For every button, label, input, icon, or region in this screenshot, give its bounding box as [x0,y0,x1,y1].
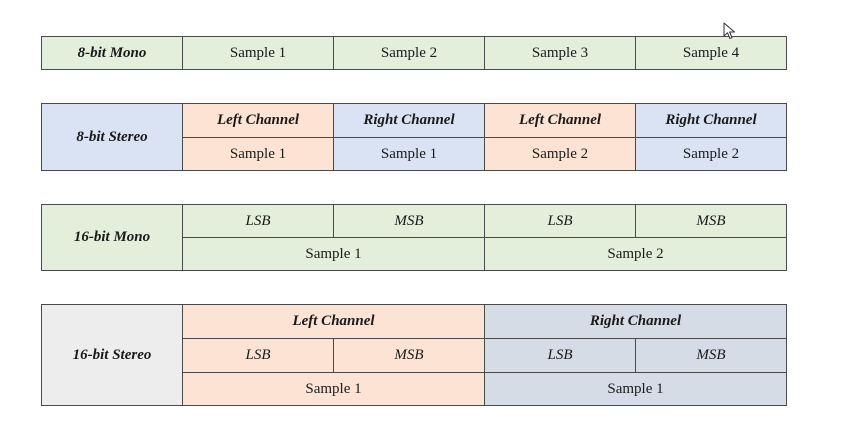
channel-header-left: Left Channel [484,103,636,138]
sample-cell: Sample 4 [635,36,787,70]
sample-cell: Sample 1 [484,372,787,406]
channel-header-left: Left Channel [182,304,485,339]
byte-cell-lsb: LSB [182,338,334,373]
sample-cell: Sample 2 [484,237,787,271]
byte-cell-msb: MSB [333,204,485,238]
sample-cell: Sample 1 [182,137,334,171]
sample-cell: Sample 1 [182,237,485,271]
sample-cell: Sample 1 [182,372,485,406]
sample-cell: Sample 2 [484,137,636,171]
channel-header-left: Left Channel [182,103,334,138]
channel-header-right: Right Channel [333,103,485,138]
byte-cell-lsb: LSB [484,338,636,373]
byte-cell-lsb: LSB [484,204,636,238]
table-16bit-mono: 16-bit Mono LSB MSB LSB MSB Sample 1 Sam… [41,204,787,271]
channel-header-right: Right Channel [484,304,787,339]
row-label-8bit-mono: 8-bit Mono [41,36,183,70]
table-8bit-stereo: 8-bit Stereo Left Channel Right Channel … [41,103,787,171]
sample-cell: Sample 2 [635,137,787,171]
byte-cell-msb: MSB [333,338,485,373]
table-16bit-stereo: 16-bit Stereo Left Channel Right Channel… [41,304,787,406]
mouse-pointer-icon [723,22,735,39]
sample-cell: Sample 2 [333,36,485,70]
byte-cell-msb: MSB [635,204,787,238]
byte-cell-msb: MSB [635,338,787,373]
row-label-8bit-stereo: 8-bit Stereo [41,103,183,171]
byte-cell-lsb: LSB [182,204,334,238]
table-8bit-mono: 8-bit Mono Sample 1 Sample 2 Sample 3 Sa… [41,36,787,70]
sample-cell: Sample 1 [182,36,334,70]
row-label-16bit-mono: 16-bit Mono [41,204,183,271]
sample-cell: Sample 3 [484,36,636,70]
channel-header-right: Right Channel [635,103,787,138]
row-label-16bit-stereo: 16-bit Stereo [41,304,183,406]
sample-cell: Sample 1 [333,137,485,171]
